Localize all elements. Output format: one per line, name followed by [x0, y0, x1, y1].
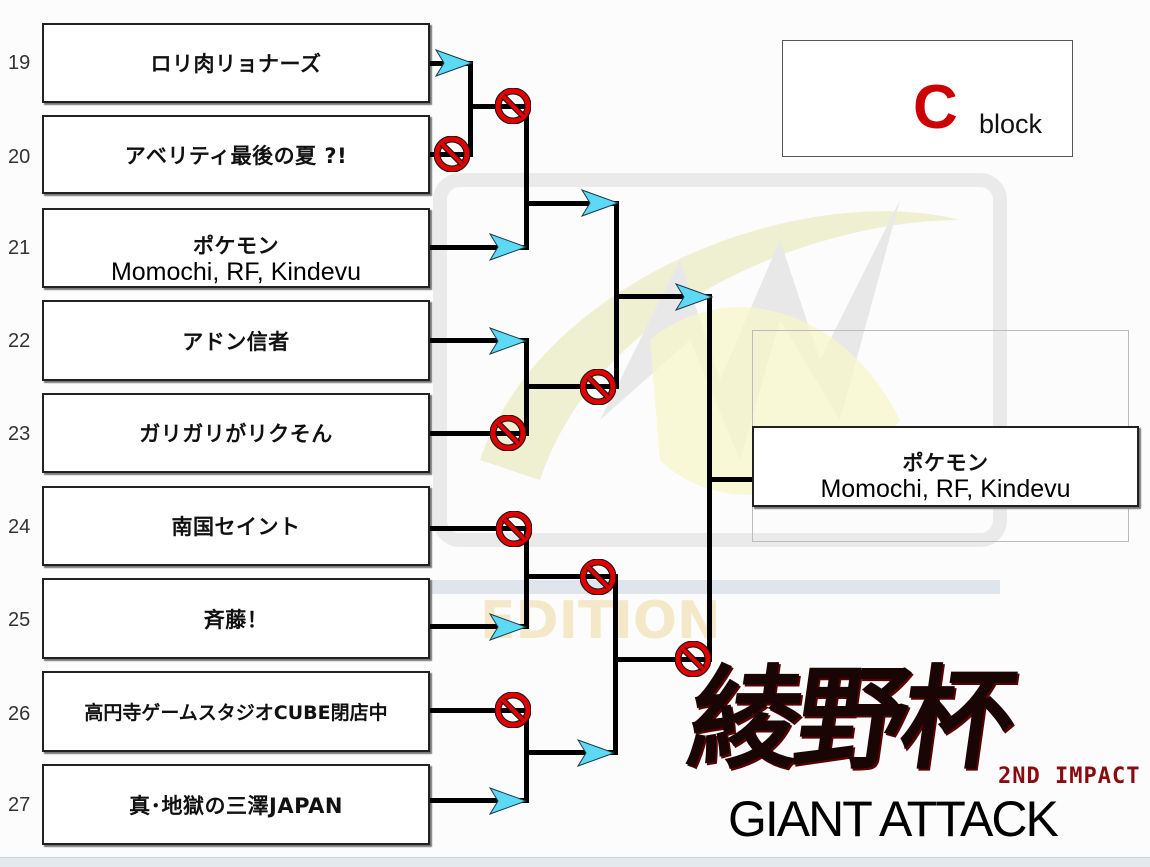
team-name: アドン信者	[182, 329, 290, 354]
team-players: Momochi, RF, Kindevu	[110, 258, 362, 286]
bracket-line	[430, 431, 527, 436]
winner-team-name: ポケモン	[902, 451, 989, 475]
team-name: 南国セイント	[171, 515, 301, 539]
advance-arrow-icon	[488, 613, 528, 641]
bracket-line	[524, 384, 618, 389]
eliminated-icon	[495, 692, 531, 728]
team-box-21[interactable]: ポケモン Momochi, RF, Kindevu	[42, 208, 430, 288]
team-box-19[interactable]: ロリ肉リョナーズ	[42, 23, 430, 103]
advance-arrow-icon	[488, 233, 528, 261]
block-label: C block	[782, 40, 1073, 157]
advance-arrow-icon	[434, 49, 474, 77]
bracket-line	[430, 245, 527, 250]
eliminated-icon	[580, 369, 616, 405]
team-box-24[interactable]: 南国セイント	[42, 486, 430, 566]
seed-number: 19	[8, 52, 31, 74]
eliminated-icon	[496, 511, 532, 547]
team-box-25[interactable]: 斉藤！	[42, 578, 430, 659]
event-logo-kanji: 綾野杯	[680, 654, 1018, 785]
eliminated-icon	[434, 136, 470, 172]
bracket-line	[613, 657, 710, 662]
bracket-line	[524, 574, 618, 579]
bracket-line	[430, 338, 527, 343]
eliminated-icon	[675, 641, 711, 677]
advance-arrow-icon	[488, 327, 528, 355]
winner-team-players: Momochi, RF, Kindevu	[820, 475, 1071, 503]
bracket-line	[524, 104, 529, 250]
team-name: アベリティ最後の夏 ?!	[124, 143, 348, 168]
bracket-line	[614, 294, 710, 299]
block-word: block	[979, 109, 1043, 139]
seed-number: 27	[8, 794, 31, 816]
block-winner-box[interactable]: ポケモン Momochi, RF, Kindevu	[752, 426, 1139, 507]
block-letter: C	[913, 73, 958, 142]
team-name: 斉藤！	[203, 607, 269, 632]
team-name: 高円寺ゲームスタジオCUBE閉店中	[84, 702, 388, 724]
bracket-line	[524, 201, 618, 206]
seed-number: 24	[8, 516, 31, 538]
event-logo-title: GIANT ATTACK	[728, 791, 1059, 847]
team-box-23[interactable]: ガリガリがリクそん	[42, 393, 430, 473]
bracket-line	[430, 798, 527, 803]
team-name: 真･地獄の三澤JAPAN	[129, 793, 343, 818]
team-box-27[interactable]: 真･地獄の三澤JAPAN	[42, 764, 430, 845]
advance-arrow-icon	[580, 189, 620, 217]
team-name: ポケモン	[193, 234, 279, 258]
seed-number: 21	[8, 237, 31, 259]
bracket-line	[707, 477, 753, 482]
team-name: ガリガリがリクそん	[139, 422, 333, 446]
window-bottom-edge	[0, 857, 1150, 867]
advance-arrow-icon	[488, 787, 528, 815]
seed-number: 26	[8, 703, 31, 725]
bracket-line	[524, 708, 529, 803]
eliminated-icon	[490, 415, 526, 451]
advance-arrow-icon	[674, 283, 714, 311]
bracket-line	[468, 61, 473, 157]
seed-number: 22	[8, 330, 31, 352]
bracket-line	[524, 750, 618, 755]
bracket-line	[613, 574, 618, 755]
team-box-22[interactable]: アドン信者	[42, 300, 430, 381]
seed-number: 20	[8, 146, 31, 168]
team-box-20[interactable]: アベリティ最後の夏 ?!	[42, 115, 430, 194]
seed-number: 23	[8, 423, 31, 445]
bracket-line	[430, 526, 527, 531]
eliminated-icon	[580, 559, 616, 595]
bracket-line	[430, 624, 527, 629]
team-name: ロリ肉リョナーズ	[150, 52, 322, 76]
eliminated-icon	[495, 88, 531, 124]
event-logo-subtitle: 2ND IMPACT	[998, 764, 1141, 789]
advance-arrow-icon	[576, 739, 616, 767]
bracket-line	[430, 708, 527, 713]
team-box-26[interactable]: 高円寺ゲームスタジオCUBE閉店中	[42, 671, 430, 752]
seed-number: 25	[8, 609, 31, 631]
